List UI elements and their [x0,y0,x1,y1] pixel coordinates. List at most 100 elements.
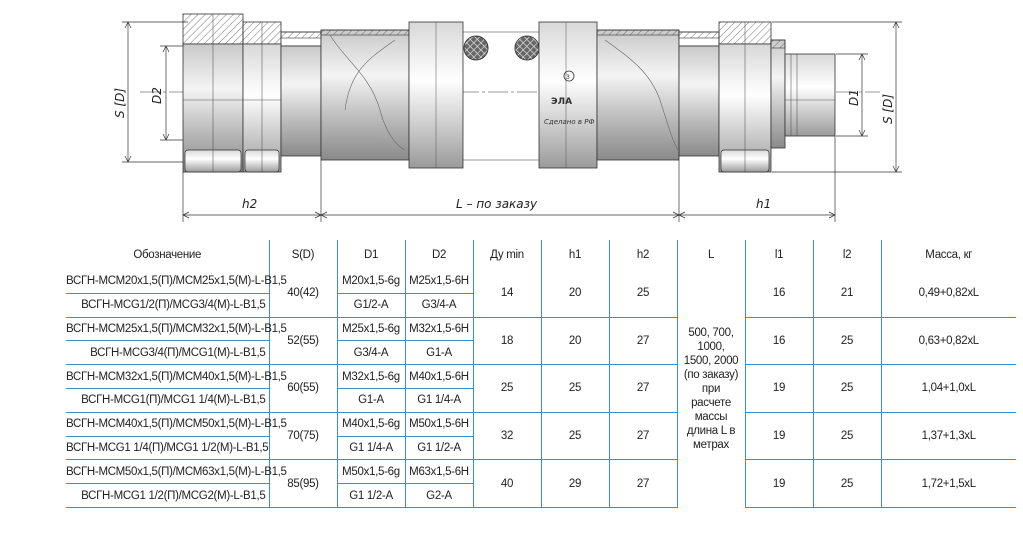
d2-cell: G1 1/2-A [404,436,473,461]
designation-cell: ВСГН-МСG1(П)/МСG1 1/4(М)-L-В1,5 [66,388,269,413]
d1-cell: М40х1,5-6g [336,412,405,437]
d2-cell: М25х1,5-6Н [404,270,473,294]
table-header-row: Обозначение S(D) D1 D2 Ду min h1 h2 L l1… [66,240,1016,270]
d1-cell: М32х1,5-6g [336,364,405,389]
l2-cell: 21 [812,270,881,318]
h1-cell: 25 [540,412,609,461]
d1-cell: G1 1/2-A [336,483,405,508]
s-cell: 60(55) [268,364,337,413]
h1-cell: 20 [540,270,609,318]
du-cell: 25 [472,364,541,413]
l1-cell: 16 [744,317,813,366]
s-cell: 40(42) [268,270,337,318]
d2-cell: М50х1,5-6Н [404,412,473,437]
designation-cell: ВСГН-МСG3/4(П)/МСG1(М)-L-В1,5 [66,340,269,366]
d2-cell: G1 1/4-A [404,388,473,413]
du-cell: 40 [472,459,541,508]
d1-cell: М20х1,5-6g [336,270,405,294]
mass-cell: 1,04+1,0хL [880,364,1016,413]
designation-cell: ВСГН-МСG1 1/2(П)/МСG2(М)-L-В1,5 [66,483,269,508]
dim-s-right [772,21,902,173]
table-row: ВСГН-МСG1 1/4(П)/МСG1 1/2(М)-L-В1,5 G1 1/… [66,436,1016,461]
l2-cell: 25 [812,459,881,508]
l1-cell: 19 [744,459,813,508]
brand-mark: 3 ЭЛА Сделано в РФ [544,70,594,126]
dim-bottom [182,136,836,222]
du-cell: 32 [472,412,541,461]
dim-l-label: L – по заказу [456,197,538,211]
dim-d1-label: D1 [847,89,861,106]
hose [320,21,680,169]
col-header: L [676,240,745,270]
col-header: D1 [336,240,405,270]
designation-cell: ВСГН-МСМ25х1,5(П)/МСМ32х1,5(М)-L-В1,5 [66,317,287,342]
l2-cell: 25 [812,364,881,413]
designation-cell: ВСГН-МСМ50х1,5(П)/МСМ63х1,5(М)-L-В1,5 [66,459,287,485]
designation-cell: ВСГН-МСG1 1/4(П)/МСG1 1/2(М)-L-В1,5 [66,436,269,461]
h2-cell: 27 [608,317,677,366]
dim-s-left-label: S [D] [113,88,127,118]
mass-cell: 0,63+0,82хL [880,317,1016,366]
fitting-drawing: S [D] D2 [113,13,902,222]
col-header: Ду min [472,240,541,270]
made-in-label: Сделано в РФ [544,118,594,126]
spec-table: Обозначение S(D) D1 D2 Ду min h1 h2 L l1… [66,240,1016,508]
mass-cell: 0,49+0,82хL [880,270,1016,318]
mass-cell: 1,37+1,3хL [880,412,1016,461]
d2-cell: G3/4-A [404,293,473,318]
d1-cell: G1 1/4-A [336,436,405,461]
s-cell: 70(75) [268,412,337,461]
dim-h1-label: h1 [756,197,771,211]
col-header: h2 [608,240,677,270]
mass-cell: 1,72+1,5хL [880,459,1016,508]
brand-name: ЭЛА [551,97,572,107]
d2-cell: М63х1,5-6Н [404,459,473,485]
du-cell: 14 [472,270,541,318]
l1-cell: 16 [744,270,813,318]
left-fitting [182,13,322,173]
h1-cell: 29 [540,459,609,508]
col-header: Обозначение [133,249,202,261]
h1-cell: 25 [540,364,609,413]
col-header: Масса, кг [880,240,1016,270]
l1-cell: 19 [744,412,813,461]
l2-cell: 25 [812,317,881,366]
s-cell: 52(55) [268,317,337,366]
d1-cell: G3/4-A [336,340,405,366]
col-header: l2 [812,240,881,270]
dim-h2-label: h2 [242,197,257,211]
d2-cell: G2-A [404,483,473,508]
dim-d1 [836,53,868,137]
col-header: l1 [744,240,813,270]
designation-cell: ВСГН-МСG1/2(П)/МСG3/4(М)-L-В1,5 [66,293,269,318]
h2-cell: 27 [608,459,677,508]
designation-cell: ВСГН-МСМ20х1,5(П)/МСМ25х1,5(М)-L-В1,5 [66,270,287,294]
d2-cell: М40х1,5-6Н [404,364,473,389]
d1-cell: G1-A [336,388,405,413]
l-cell: 500, 700, 1000, 1500, 2000 (по заказу) п… [676,270,745,508]
col-header: D2 [404,240,473,270]
d1-cell: М50х1,5-6g [336,459,405,485]
h2-cell: 27 [608,412,677,461]
l2-cell: 25 [812,412,881,461]
dim-d2-label: D2 [150,87,164,104]
dim-d2 [160,45,186,141]
designation-cell: ВСГН-МСМ32х1,5(П)/МСМ40х1,5(М)-L-В1,5 [66,364,287,389]
h2-cell: 25 [608,270,677,318]
dim-s-right-label: S [D] [881,94,895,124]
s-cell: 85(95) [268,459,337,508]
d1-cell: М25х1,5-6g [336,317,405,342]
svg-text:3: 3 [566,74,570,81]
col-header: h1 [540,240,609,270]
d2-cell: G1-A [404,340,473,366]
h1-cell: 20 [540,317,609,366]
h2-cell: 27 [608,364,677,413]
